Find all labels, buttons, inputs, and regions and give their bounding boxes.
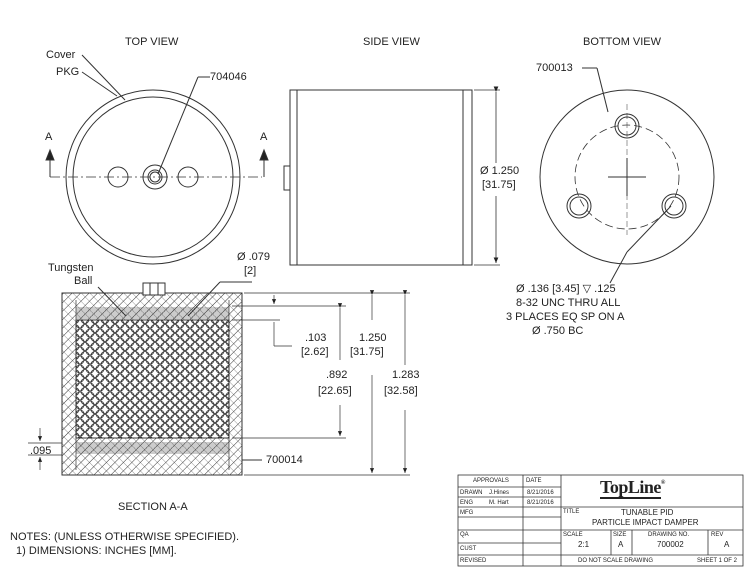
ball-diameter-dim: Ø .079 — [237, 251, 271, 263]
tb-title-line1: TUNABLE PID — [621, 508, 674, 517]
dim-103: .103 — [305, 332, 327, 344]
tb-mfg: MFG — [460, 510, 474, 516]
tb-rev-value: A — [724, 540, 730, 549]
logo-text: TopLine — [600, 477, 661, 499]
tb-do-not-scale: DO NOT SCALE DRAWING — [578, 558, 654, 564]
side-diameter-dim: Ø 1.250 — [480, 165, 520, 177]
dim-892: .892 — [326, 369, 348, 381]
side-view — [283, 86, 500, 266]
section-view-title: SECTION A-A — [118, 501, 188, 513]
bottom-view-hole-left — [566, 193, 592, 219]
bottom-view-outer-circle — [539, 89, 715, 265]
tb-cust: CUST — [460, 546, 477, 552]
bottom-view-hole-right — [661, 193, 687, 219]
top-view — [45, 54, 269, 265]
side-diameter-mm: [31.75] — [482, 179, 516, 191]
hole-note-line3: 3 PLACES EQ SP ON A — [506, 311, 625, 323]
notes-line1: NOTES: (UNLESS OTHERWISE SPECIFIED). — [10, 531, 239, 543]
bottom-view-hole-top — [614, 113, 640, 139]
tb-eng-date: 8/21/2016 — [527, 500, 554, 506]
side-view-stub — [283, 165, 291, 191]
tb-rev-label: REV — [711, 532, 724, 538]
tb-approvals: APPROVALS — [473, 478, 509, 484]
bottom-view — [539, 67, 715, 284]
tb-drawn-date: 8/21/2016 — [527, 490, 554, 496]
section-dimensions — [28, 290, 410, 476]
part-704046-callout: 704046 — [210, 71, 247, 83]
tb-eng: ENG — [460, 500, 474, 506]
top-view-center-boss — [142, 164, 168, 190]
tb-drawn-name: J.Hines — [489, 490, 510, 496]
top-view-hole-left — [107, 166, 129, 188]
tb-title-line2: PARTICLE IMPACT DAMPER — [592, 518, 699, 527]
tb-drawing-no-label: DRAWING NO. — [648, 532, 690, 538]
dim-1250-mm: [31.75] — [350, 346, 384, 358]
tb-revised: REVISED — [460, 558, 487, 564]
ball-diameter-mm: [2] — [244, 265, 257, 277]
logo-mark: ® — [660, 480, 665, 486]
dim-095: .095 — [30, 445, 52, 457]
tb-size-label: SIZE — [613, 532, 627, 538]
title-block — [457, 474, 744, 567]
cover-callout: Cover — [46, 49, 76, 61]
bottom-view-title: BOTTOM VIEW — [583, 36, 662, 48]
top-view-hole-right — [177, 166, 199, 188]
topline-logo: TopLine® — [600, 477, 665, 499]
tungsten-callout-1: Tungsten — [48, 262, 94, 274]
tb-scale-label: SCALE — [563, 532, 583, 538]
side-view-title: SIDE VIEW — [363, 36, 420, 48]
hole-note-line1: Ø .136 [3.45] ▽ .125 — [516, 283, 616, 295]
part-700013-callout: 700013 — [536, 62, 573, 74]
tb-size-value: A — [618, 540, 624, 549]
tb-qa: QA — [460, 532, 469, 538]
tb-eng-name: M. Hart — [489, 500, 509, 506]
tb-scale-value: 2:1 — [578, 540, 590, 549]
dim-1283: 1.283 — [392, 369, 420, 381]
tb-sheet: SHEET 1 OF 2 — [697, 558, 737, 564]
notes-line2: 1) DIMENSIONS: INCHES [MM]. — [16, 545, 177, 557]
part-700014-callout: 700014 — [266, 454, 303, 466]
pkg-callout: PKG — [56, 66, 80, 78]
tungsten-callout-2: Ball — [74, 275, 93, 287]
side-view-body — [289, 89, 473, 266]
section-a-left-label: A — [45, 131, 53, 143]
tb-drawing-no-value: 700002 — [657, 540, 684, 549]
section-view — [61, 281, 262, 476]
dim-1250: 1.250 — [359, 332, 387, 344]
tb-date: DATE — [526, 478, 542, 484]
dim-892-mm: [22.65] — [318, 385, 352, 397]
hole-note-line4: Ø .750 BC — [532, 325, 584, 337]
tb-drawn: DRAWN — [460, 490, 483, 496]
dim-1283-mm: [32.58] — [384, 385, 418, 397]
section-a-right-label: A — [260, 131, 268, 143]
top-view-title: TOP VIEW — [125, 36, 179, 48]
hole-note-line2: 8-32 UNC THRU ALL — [516, 297, 621, 309]
tb-title-label: TITLE — [563, 509, 580, 515]
dim-103-mm: [2.62] — [301, 346, 329, 358]
